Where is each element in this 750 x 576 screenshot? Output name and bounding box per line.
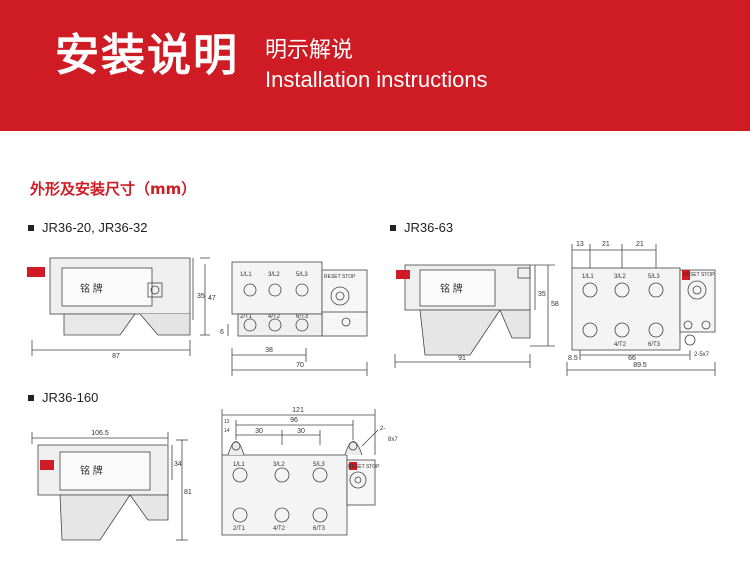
terminal-label: 6/T3 <box>648 342 661 348</box>
dim-label: 70 <box>296 362 304 369</box>
drawing-jr36-160-front <box>221 409 379 536</box>
dim-label: 8.5 <box>568 355 578 362</box>
terminal-label: 5/L3 <box>648 274 660 280</box>
reset-stop-button-icon <box>349 462 357 470</box>
dim-label: 121 <box>292 407 304 414</box>
terminal-label: 1/L1 <box>582 274 594 280</box>
dim-label: 30 <box>297 428 305 435</box>
terminal-label: 3/L2 <box>268 272 280 278</box>
terminal-label: 1/L1 <box>233 462 245 468</box>
terminal-label: 1/L1 <box>240 272 252 278</box>
dim-label: 21 <box>602 241 610 248</box>
reset-lever-icon <box>27 267 45 277</box>
dim-label: 34 <box>174 461 182 468</box>
dim-label: 2-5x7 <box>694 352 710 358</box>
terminal-label: 2/T1 <box>240 314 253 320</box>
model-label-jr36-63: JR36-63 <box>390 220 453 235</box>
nameplate-label: 铭 牌 <box>80 282 103 295</box>
nameplate-label: 铭 牌 <box>80 464 103 477</box>
reset-stop-label: RESET STOP <box>324 274 356 280</box>
dim-label: 6 <box>220 329 224 336</box>
header-banner: 安装说明 明示解说 Installation instructions <box>0 0 750 131</box>
drawing-jr36-20-front <box>227 261 368 376</box>
dim-label: 96 <box>290 417 298 424</box>
reset-lever-icon <box>40 460 54 470</box>
terminal-label: 4/T2 <box>614 342 627 348</box>
dim-label: 14 <box>224 428 230 434</box>
bullet-square-icon <box>28 224 34 231</box>
reset-lever-icon <box>396 270 410 279</box>
dim-label: 106.5 <box>91 430 109 437</box>
dim-label: 21 <box>636 241 644 248</box>
dim-label: 8x7 <box>388 437 398 443</box>
terminal-label: 6/T3 <box>313 526 326 532</box>
terminal-label: 3/L2 <box>614 274 626 280</box>
terminal-label: 3/L2 <box>273 462 285 468</box>
section-title: 外形及安装尺寸（mm） <box>30 180 197 198</box>
banner-subtitle-en: Installation instructions <box>265 67 488 92</box>
dim-label: 35 <box>538 291 546 298</box>
drawing-jr36-20-side <box>31 257 210 356</box>
terminal-label: 4/T2 <box>273 526 286 532</box>
dim-label: 2- <box>380 426 385 432</box>
drawing-jr36-160-side <box>31 432 188 541</box>
dim-label: 81 <box>184 489 192 496</box>
dim-label: 30 <box>255 428 263 435</box>
dim-label: 13 <box>576 241 584 248</box>
terminal-label: 5/L3 <box>296 272 308 278</box>
reset-stop-label: RESET STOP <box>683 272 715 278</box>
reset-stop-label: RESET STOP <box>348 464 380 470</box>
bullet-square-icon <box>28 394 34 401</box>
dim-label: 12 <box>224 419 230 425</box>
dim-label: 87 <box>112 353 120 360</box>
terminal-label: 6/T3 <box>296 314 309 320</box>
dim-label: 38 <box>265 347 273 354</box>
dim-label: 66 <box>628 355 636 362</box>
terminal-label: 4/T2 <box>268 314 281 320</box>
drawing-jr36-63-front <box>566 244 716 376</box>
dim-label: 58 <box>551 301 559 308</box>
reset-stop-button-icon <box>682 270 690 280</box>
model-label-jr36-20-32: JR36-20, JR36-32 <box>28 220 148 235</box>
banner-title: 安装说明 <box>55 30 239 81</box>
bullet-square-icon <box>390 224 396 231</box>
model-label-jr36-160: JR36-160 <box>28 390 98 405</box>
dim-label: 47 <box>208 295 216 302</box>
dim-label: 91 <box>458 355 466 362</box>
terminal-label: 2/T1 <box>233 526 246 532</box>
banner-subtitle-cn: 明示解说 <box>265 38 354 63</box>
dim-label: 35 <box>197 293 205 300</box>
nameplate-label: 铭 牌 <box>440 282 463 295</box>
terminal-label: 5/L3 <box>313 462 325 468</box>
dim-label: 89.5 <box>633 362 647 369</box>
drawing-jr36-63-side <box>394 264 555 368</box>
